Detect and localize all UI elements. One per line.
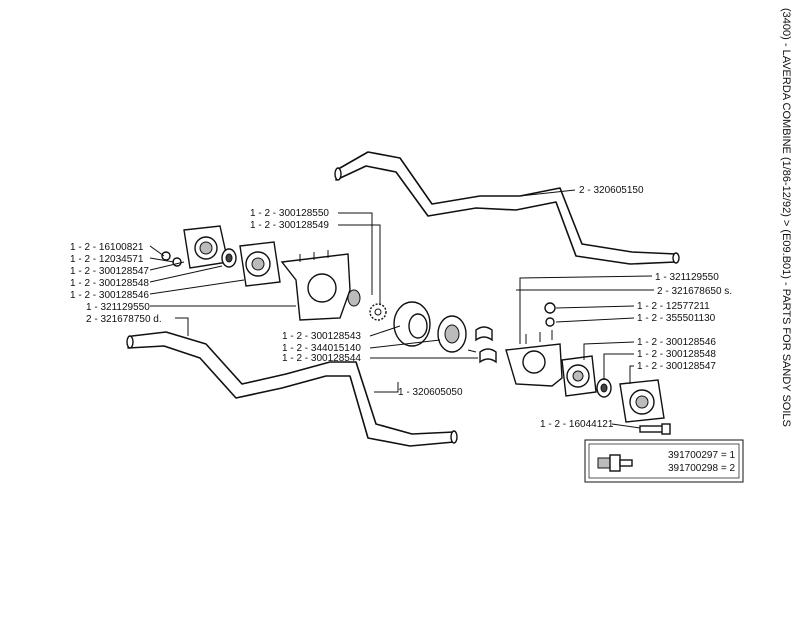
callout-355501130: 1 - 2 - 355501130 <box>637 313 716 324</box>
lower-axle-bar <box>126 331 458 447</box>
callout-300128548-right: 1 - 2 - 300128548 <box>637 349 716 360</box>
callout-300128543: 1 - 2 - 300128543 <box>282 331 361 342</box>
callout-16100821: 1 - 2 - 16100821 <box>70 242 144 253</box>
right-flange-plate <box>619 379 665 423</box>
callout-12034571: 1 - 2 - 12034571 <box>70 254 144 265</box>
legend-line-2: 391700298 = 2 <box>668 463 735 474</box>
callout-16044121: 1 - 2 - 16044121 <box>540 419 614 430</box>
callout-321678750: 2 - 321678750 d. <box>86 314 162 325</box>
callout-300128549: 1 - 2 - 300128549 <box>250 220 329 231</box>
upper-axle-bar <box>334 151 680 265</box>
callout-300128548-left: 1 - 2 - 300128548 <box>70 278 149 289</box>
center-ring <box>437 315 467 353</box>
callout-12577211: 1 - 2 - 12577211 <box>637 301 710 312</box>
right-bolt <box>639 423 671 435</box>
center-collar <box>467 326 497 364</box>
left-support-bracket <box>280 250 351 321</box>
callout-300128550: 1 - 2 - 300128550 <box>250 208 329 219</box>
vertical-caption: (3400) - LAVERDA COMBINE (1/86-12/92) > … <box>780 8 792 427</box>
legend-line-1: 391700297 = 1 <box>668 450 735 461</box>
right-small-nut <box>544 302 556 327</box>
center-bushing <box>393 301 431 347</box>
callout-321129550-left: 1 - 321129550 <box>86 302 150 313</box>
callout-300128544: 1 - 2 - 300128544 <box>282 353 361 364</box>
legend-box: 391700297 = 1 391700298 = 2 <box>584 439 744 483</box>
left-bearing-housing <box>239 241 281 287</box>
right-bearing <box>596 378 612 398</box>
left-bearing <box>221 248 237 268</box>
left-gear-washer <box>369 303 387 321</box>
legend-bolt-icon <box>597 454 633 472</box>
callout-321678650: 2 - 321678650 s. <box>657 286 732 297</box>
callout-labels: 2 - 320605150 1 - 2 - 300128550 1 - 2 - … <box>70 185 732 430</box>
callout-300128546-left: 1 - 2 - 300128546 <box>70 290 149 301</box>
callout-300128547-left: 1 - 2 - 300128547 <box>70 266 149 277</box>
callout-321129550-right: 1 - 321129550 <box>655 272 719 283</box>
callout-344015140: 1 - 2 - 344015140 <box>282 343 361 354</box>
right-support-bracket <box>505 330 563 387</box>
left-flange-plate <box>183 225 229 269</box>
callout-300128547-right: 1 - 2 - 300128547 <box>637 361 716 372</box>
leader-lines <box>149 189 654 429</box>
left-small-nut <box>161 251 182 267</box>
callout-300128546-right: 1 - 2 - 300128546 <box>637 337 716 348</box>
callout-320605050: 1 - 320605050 <box>398 387 463 398</box>
left-spacer-ring <box>347 289 361 307</box>
callout-320605150: 2 - 320605150 <box>579 185 644 196</box>
right-bearing-housing <box>561 355 597 397</box>
